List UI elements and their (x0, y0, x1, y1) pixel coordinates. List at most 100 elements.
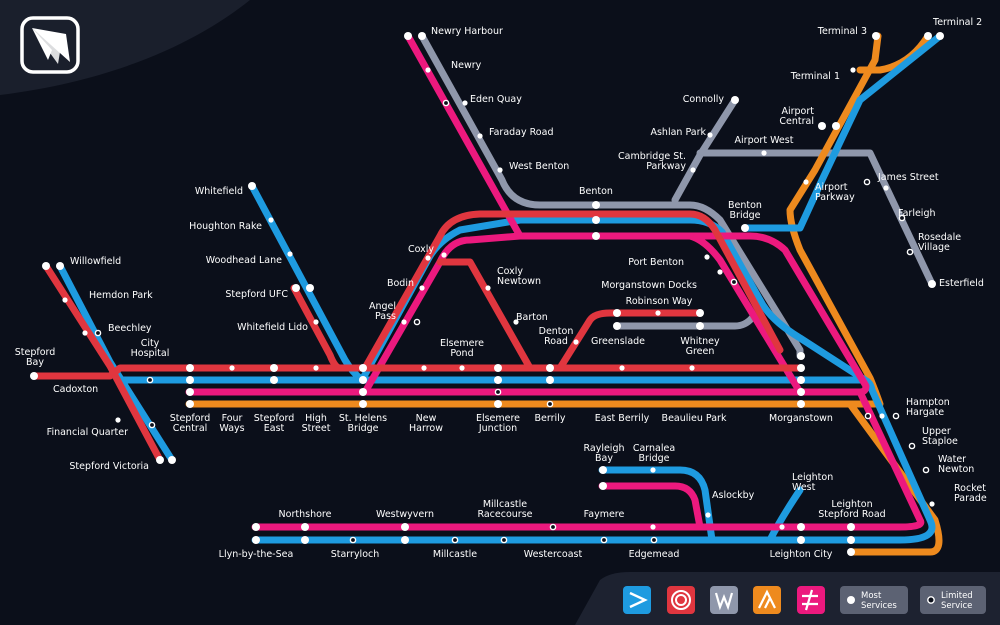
station-label-beechley[interactable]: Beechley (108, 323, 152, 334)
station-dot-terminal2[interactable] (924, 32, 932, 40)
station-label-westwyvern[interactable]: Westwyvern (376, 509, 434, 520)
station-label-willowfield[interactable]: Willowfield (70, 256, 121, 267)
station-dot-stepford-east[interactable] (270, 364, 278, 372)
station-label-houghton-rake[interactable]: Houghton Rake (189, 221, 262, 232)
stop-dot[interactable] (82, 330, 88, 336)
limited-stop-dot[interactable] (413, 318, 421, 326)
stop-dot[interactable] (268, 217, 274, 223)
station-label-terminal3[interactable]: Terminal 3 (817, 26, 867, 37)
stop-dot[interactable] (850, 67, 856, 73)
station-label-whitefield-lido[interactable]: Whitefield Lido (237, 322, 308, 333)
station-dot-cadoxton[interactable] (30, 372, 38, 380)
station-label-newry[interactable]: Newry (451, 60, 482, 71)
station-label-bodin[interactable]: Bodin (387, 278, 414, 289)
stop-dot[interactable] (513, 319, 519, 325)
stop-dot[interactable] (879, 413, 885, 419)
station-dot-morganstown[interactable] (797, 376, 805, 384)
limited-stop-dot[interactable] (546, 400, 554, 408)
orange-chevron-operator-icon[interactable] (753, 586, 781, 614)
stop-dot[interactable] (313, 365, 319, 371)
station-label-robinson-way[interactable]: Robinson Way (626, 296, 693, 307)
stop-dot[interactable] (62, 297, 68, 303)
limited-stop-dot[interactable] (451, 536, 459, 544)
station-label-berrily[interactable]: Berrily (535, 413, 566, 424)
stop-dot[interactable] (421, 365, 427, 371)
station-label-esterfield[interactable]: Esterfield (939, 278, 984, 289)
limited-stop-dot[interactable] (922, 466, 930, 474)
station-dot-leighton-stepford-road[interactable] (847, 523, 855, 531)
stop-dot[interactable] (425, 255, 431, 261)
station-dot-stepford-central[interactable] (186, 364, 194, 372)
limited-stop-dot[interactable] (600, 536, 608, 544)
stop-dot[interactable] (401, 319, 407, 325)
station-label-terminal1[interactable]: Terminal 1 (790, 71, 840, 82)
stop-dot[interactable] (650, 524, 656, 530)
station-dot-morganstown[interactable] (797, 388, 805, 396)
station-label-stepford-victoria[interactable]: Stepford Victoria (69, 461, 149, 472)
limited-stop-dot[interactable] (892, 412, 900, 420)
station-dot-greenslade[interactable] (613, 322, 621, 330)
station-label-connolly[interactable]: Connolly (683, 94, 725, 105)
stop-dot[interactable] (459, 365, 465, 371)
stop-dot[interactable] (779, 524, 785, 530)
station-dot-berrily[interactable] (546, 376, 554, 384)
stop-dot[interactable] (761, 150, 767, 156)
station-dot-terminal2[interactable] (936, 32, 944, 40)
limited-stop-dot[interactable] (906, 248, 914, 256)
station-label-port-benton[interactable]: Port Benton (628, 257, 684, 268)
station-dot-newry-harbour[interactable] (418, 32, 426, 40)
stop-dot[interactable] (704, 254, 710, 260)
station-label-morganstown[interactable]: Morganstown (769, 413, 833, 424)
station-label-leighton-city[interactable]: Leighton City (770, 549, 833, 560)
station-dot-benton[interactable] (592, 216, 600, 224)
limited-stop-dot[interactable] (908, 442, 916, 450)
station-dot-robinson[interactable] (696, 309, 704, 317)
station-dot-st-helens[interactable] (359, 388, 367, 396)
station-label-millcastle[interactable]: Millcastle (433, 549, 477, 560)
station-dot-stepford-victoria[interactable] (168, 456, 176, 464)
station-dot-morganstown[interactable] (797, 364, 805, 372)
station-label-west-benton[interactable]: West Benton (509, 161, 569, 172)
station-dot-rayleigh[interactable] (599, 466, 607, 474)
limited-stop-dot[interactable] (549, 523, 557, 531)
station-label-cambridge-st[interactable]: Cambridge St.Parkway (618, 151, 686, 172)
station-dot-benton[interactable] (592, 232, 600, 240)
station-dot-stepford-ufc[interactable] (292, 284, 300, 292)
station-dot-leighton-city[interactable] (847, 536, 855, 544)
stop-dot[interactable] (619, 365, 625, 371)
station-dot-airport-central[interactable] (818, 122, 826, 130)
station-dot-stepford-central[interactable] (186, 376, 194, 384)
stop-dot[interactable] (229, 365, 235, 371)
station-label-benton[interactable]: Benton (579, 186, 613, 197)
limited-stop-dot[interactable] (94, 329, 102, 337)
station-dot-whitefield[interactable] (248, 182, 256, 190)
station-label-westercoast[interactable]: Westercoast (524, 549, 583, 560)
station-dot-leighton-city[interactable] (797, 536, 805, 544)
station-dot-newry-harbour[interactable] (404, 32, 412, 40)
stop-dot[interactable] (883, 185, 889, 191)
station-label-airport-west[interactable]: Airport West (735, 135, 794, 146)
station-label-farleigh[interactable]: Farleigh (898, 208, 936, 219)
limited-stop-dot[interactable] (864, 412, 872, 420)
station-label-faraday-road[interactable]: Faraday Road (489, 127, 553, 138)
stop-dot[interactable] (707, 132, 713, 138)
station-label-beaulieu-park[interactable]: Beaulieu Park (662, 413, 727, 424)
station-dot-elsemere-junction[interactable] (494, 400, 502, 408)
grey-w-operator-icon[interactable] (710, 586, 738, 614)
limited-stop-dot[interactable] (730, 278, 738, 286)
station-dot-stepford-east[interactable] (270, 376, 278, 384)
limited-stop-dot[interactable] (349, 536, 357, 544)
stop-dot[interactable] (573, 339, 579, 345)
